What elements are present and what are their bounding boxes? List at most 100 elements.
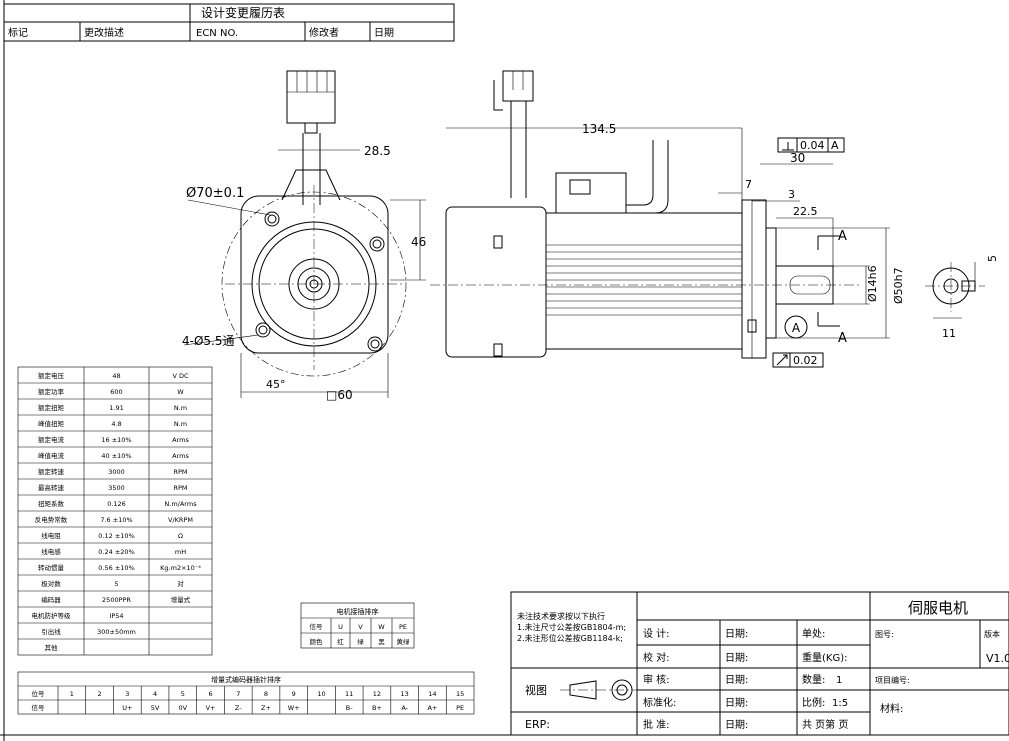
spec-cell: 3500	[108, 484, 125, 492]
motor-wire-cell: 绿	[357, 637, 364, 646]
encoder-cell: U+	[122, 704, 132, 712]
encoder-cell: 3	[125, 690, 129, 698]
side-connector	[502, 70, 534, 102]
spec-cell: W	[177, 388, 184, 396]
encoder-cell: 11	[345, 690, 353, 698]
spec-cell: N.m	[174, 420, 187, 428]
dim-30: 30	[790, 151, 805, 165]
note-line-0: 未注技术要求按以下执行	[517, 611, 605, 621]
title-block: 未注技术要求按以下执行 1.未注尺寸公差按GB1804-m; 2.未注形位公差按…	[510, 591, 1009, 736]
section-view: 5 11	[925, 255, 999, 340]
rev-header-editor: 修改者	[309, 26, 339, 39]
spec-cell: N.m	[174, 404, 187, 412]
label-drawing-no: 图号:	[875, 630, 894, 639]
dim-46: 46	[411, 235, 426, 249]
spec-cell: 引出线	[41, 627, 61, 636]
spec-cell: 对	[177, 579, 184, 588]
spec-cell: 0.126	[107, 500, 126, 508]
side-rear-cap	[445, 206, 547, 358]
dim-45-deg: 45°	[266, 378, 286, 391]
label-project-no: 项目编号:	[875, 675, 910, 685]
front-flange	[240, 195, 389, 354]
spec-cell: IP54	[109, 612, 123, 620]
spec-cell: 反电势常数	[35, 515, 68, 524]
encoder-cell: 2	[98, 690, 102, 698]
spec-cell: RPM	[173, 484, 187, 492]
label-standard: 标准化:	[643, 696, 676, 709]
encoder-cell: B+	[372, 704, 382, 712]
front-connector	[286, 70, 336, 124]
sheet-label: 共 页第 页	[802, 718, 848, 731]
encoder-cell: 4	[153, 690, 157, 698]
encoder-cell: V+	[206, 704, 216, 712]
spec-cell: 其他	[45, 643, 59, 652]
dim-phi14h6: Ø14h6	[866, 265, 879, 302]
dim-phi50h7: Ø50h7	[892, 267, 905, 304]
spec-cell: V DC	[172, 372, 189, 380]
note-line-1: 1.未注尺寸公差按GB1804-m;	[517, 622, 626, 632]
encoder-cell: A-	[401, 704, 408, 712]
spec-cell: 0.24 ±20%	[98, 548, 134, 556]
spec-cell: 线电阻	[41, 531, 61, 540]
label-date-1: 日期:	[725, 628, 748, 640]
rev-header-mark: 标记	[8, 27, 28, 39]
spec-cell: 额定电压	[38, 371, 65, 380]
encoder-cell: 5	[181, 690, 185, 698]
encoder-cell: 6	[208, 690, 212, 698]
spec-cell: 扭矩系数	[38, 499, 65, 508]
label-weight: 重量(KG):	[802, 651, 847, 664]
spec-cell: 额定转速	[38, 467, 65, 476]
datum-a: A	[792, 321, 801, 335]
spec-cell: V/KRPM	[168, 516, 193, 524]
front-view: 28.5 Ø70±0.1 46 4-Ø5.5通 45° □60	[182, 70, 426, 402]
label-version: 版本	[984, 629, 1000, 639]
spec-cell: Ω	[178, 532, 183, 540]
spec-cell: 300±50mm	[97, 628, 136, 636]
spec-cell: 4.8	[111, 420, 121, 428]
motor-wire-cell: W	[378, 623, 385, 631]
label-view: 视图	[525, 683, 547, 697]
encoder-cell: Z-	[235, 704, 242, 712]
spec-cell: 2500PPR	[102, 596, 131, 604]
spec-cell: mH	[175, 548, 186, 556]
spec-cell: RPM	[173, 468, 187, 476]
encoder-cell: 14	[428, 690, 436, 698]
rev-header-date: 日期	[374, 27, 394, 39]
motor-wire-cell: U	[338, 623, 343, 631]
dim-134-5: 134.5	[582, 122, 616, 136]
spec-cell: 最高转速	[38, 483, 65, 492]
dim-11: 11	[942, 327, 956, 340]
dim-7: 7	[745, 178, 752, 191]
label-audit: 审 核:	[643, 673, 670, 686]
encoder-cell: 8	[264, 690, 268, 698]
scale-value: 1:5	[832, 698, 848, 709]
label-date-3: 日期:	[725, 674, 748, 686]
revision-table: 设计变更履历表 标记 更改描述 ECN NO. 修改者 日期	[3, 3, 455, 42]
label-qty: 数量:	[802, 673, 825, 686]
spec-cell: 40 ±10%	[101, 452, 131, 460]
dim-5: 5	[986, 255, 999, 262]
motor-wire-cell: 黄绿	[397, 637, 411, 646]
spec-cell: 600	[110, 388, 122, 396]
encoder-cell: W+	[288, 704, 300, 712]
motor-wire-cell: 黑	[378, 638, 385, 646]
projection-symbol	[569, 680, 597, 700]
spec-cell: Arms	[172, 436, 189, 444]
motor-wire-cell: V	[358, 623, 363, 631]
dim-phi70: Ø70±0.1	[186, 186, 244, 201]
spec-cell: 5	[114, 580, 118, 588]
label-design: 设 计:	[643, 627, 670, 640]
label-approve: 批 准:	[643, 718, 670, 731]
spec-cell: 额定扭矩	[38, 403, 65, 412]
label-erp: ERP:	[525, 718, 550, 731]
motor-wire-title: 电机接插排序	[337, 607, 379, 616]
encoder-cell: 9	[292, 690, 296, 698]
section-a-bottom: A	[838, 331, 847, 346]
encoder-cell: 信号	[32, 703, 46, 712]
spec-cell: 3000	[108, 468, 125, 476]
spec-cell: 电机防护等级	[32, 611, 72, 620]
encoder-cell: 10	[317, 690, 325, 698]
spec-cell: 极对数	[41, 579, 61, 588]
dim-3: 3	[788, 188, 795, 201]
